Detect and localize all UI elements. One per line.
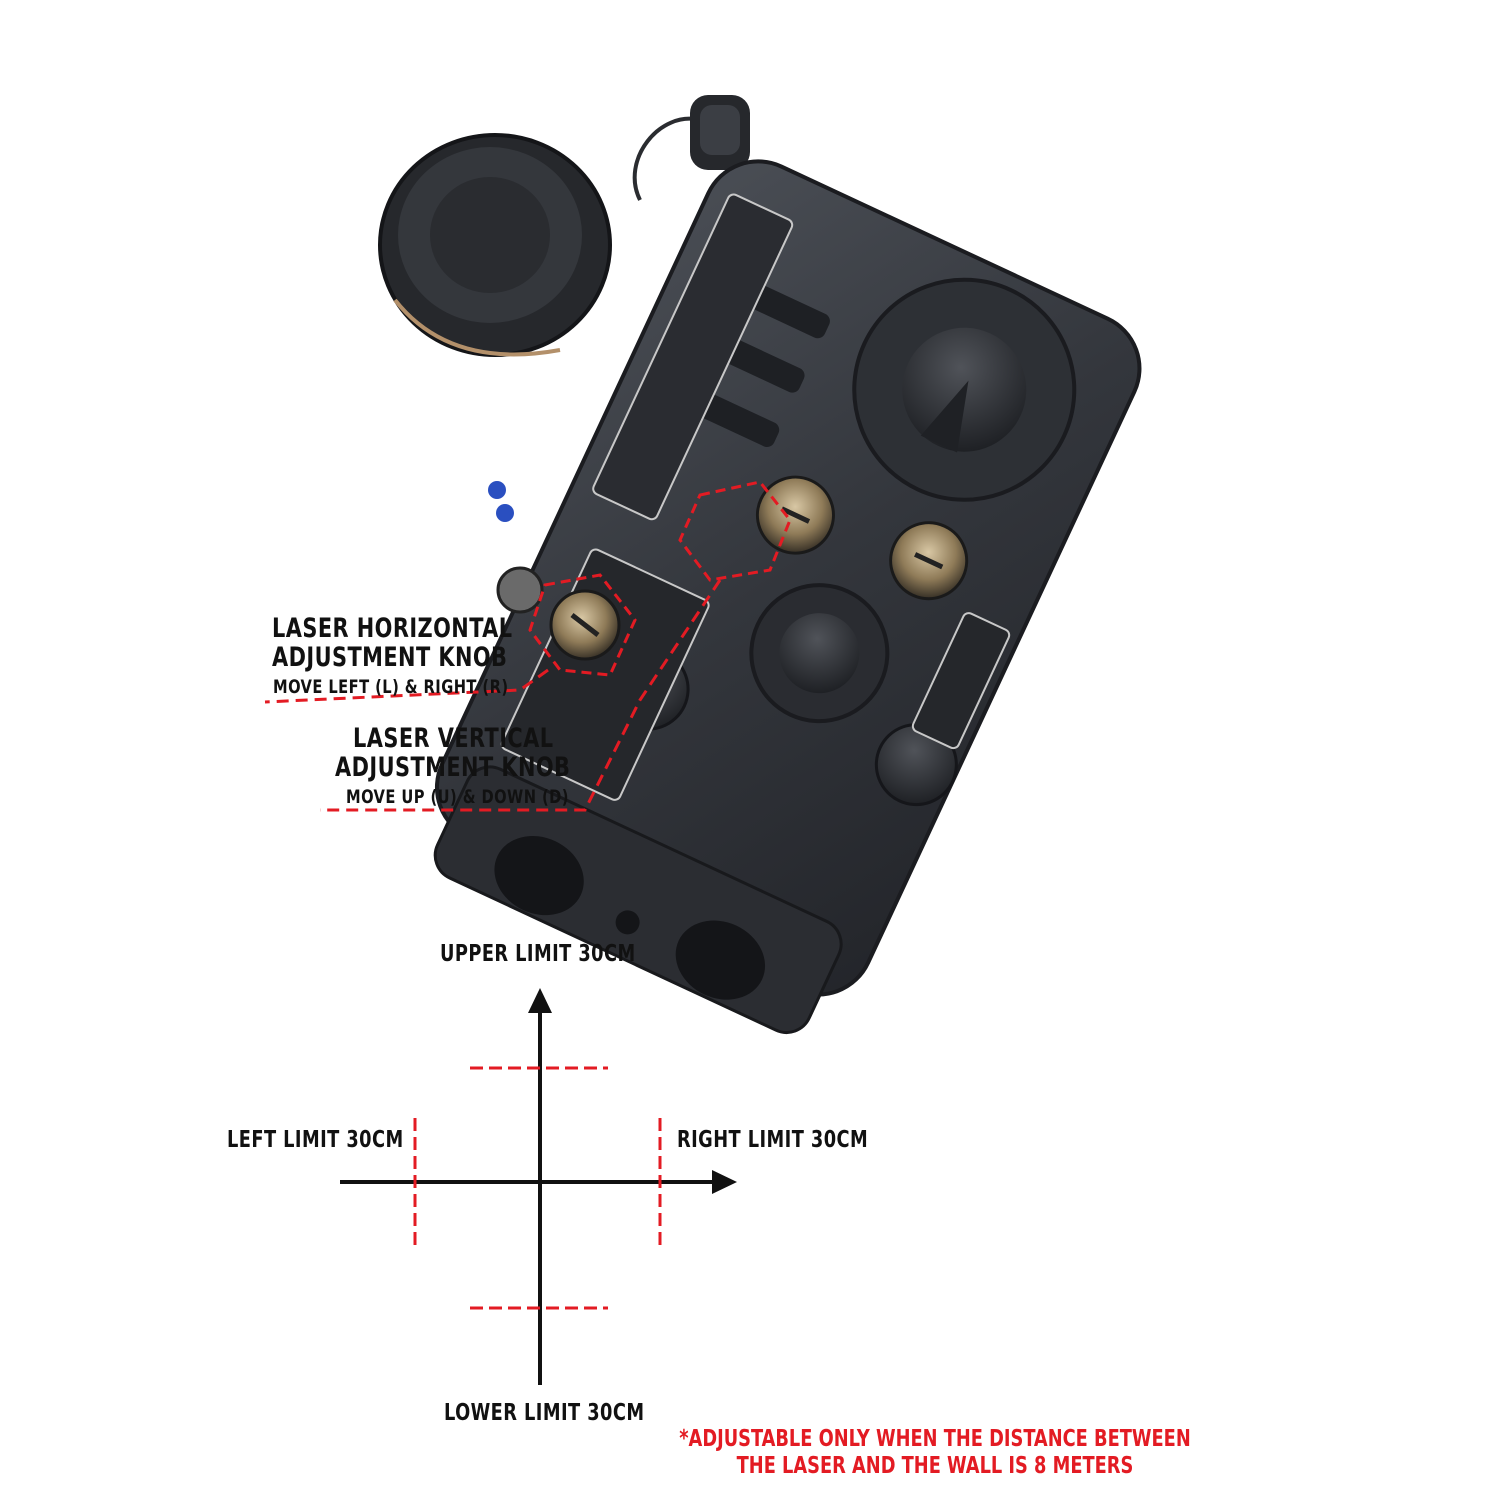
up-arrow-icon [528, 988, 552, 1013]
vertical-knob-title-line1: LASER VERTICAL [353, 723, 554, 754]
tether-wire [632, 116, 701, 201]
left-limit-label: LEFT LIMIT 30CM [227, 1127, 404, 1153]
emitter-port-left [494, 836, 584, 916]
callout-highlights [264, 480, 792, 812]
emitter-port-right [675, 920, 766, 1000]
vertical-knob-title-line2: ADJUSTMENT KNOB [335, 752, 571, 783]
lower-limit-label: LOWER LIMIT 30CM [444, 1400, 645, 1426]
horizontal-knob-title-line2: ADJUSTMENT KNOB [272, 642, 508, 673]
right-limit-label: RIGHT LIMIT 30CM [677, 1127, 869, 1153]
horizontal-knob-highlight [528, 573, 637, 677]
top-cap [690, 95, 750, 170]
danger-label-right [911, 612, 1011, 750]
right-arrow-icon [712, 1170, 737, 1194]
distance-note: *ADJUSTABLE ONLY WHEN THE DISTANCE BETWE… [634, 1426, 1236, 1480]
limit-diagram [340, 988, 737, 1385]
caution-label [592, 193, 794, 521]
battery-cap [378, 133, 612, 357]
vertical-knob-subtitle: MOVE UP (U) & DOWN (D) [346, 786, 569, 808]
upper-limit-label: UPPER LIMIT 30CM [440, 941, 636, 967]
horizontal-knob-subtitle: MOVE LEFT (L) & RIGHT (R) [273, 676, 509, 698]
horizontal-knob-title-line1: LASER HORIZONTAL [272, 613, 513, 644]
distance-note-line2: THE LASER AND THE WALL IS 8 METERS [736, 1453, 1134, 1479]
vertical-knob-highlight [678, 480, 792, 582]
distance-note-line1: *ADJUSTABLE ONLY WHEN THE DISTANCE BETWE… [679, 1426, 1191, 1452]
